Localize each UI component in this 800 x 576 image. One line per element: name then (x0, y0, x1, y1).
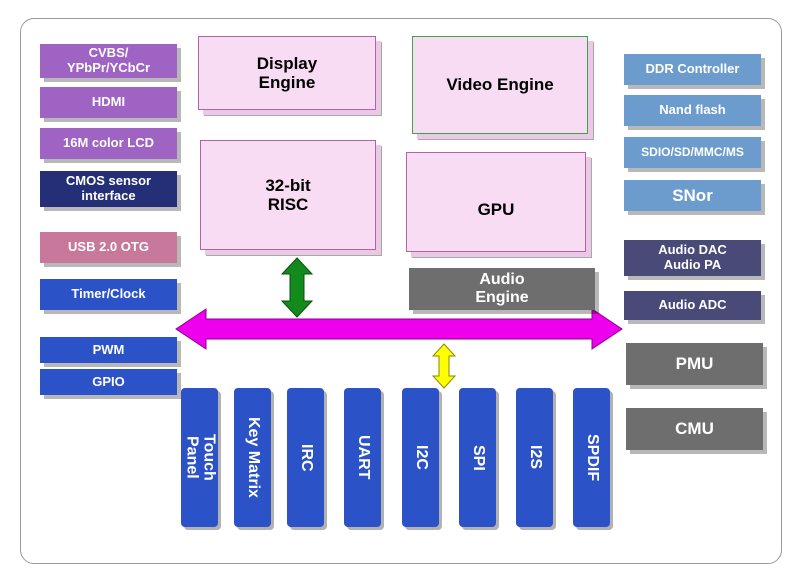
ddr-controller-block: DDR Controller (624, 54, 761, 85)
cmu-label: CMU (675, 419, 714, 439)
i2s-block: I2S (516, 388, 553, 527)
gpio-label: GPIO (92, 373, 125, 389)
lcd-label: 16M color LCD (62, 135, 154, 151)
audio-adc-label: Audio ADC (658, 297, 727, 313)
timer-label: Timer/Clock (71, 286, 146, 302)
gpu-label: GPU (477, 199, 515, 219)
cmos-sensor-block: CMOS sensor interface (40, 171, 177, 207)
key-matrix-label: Key Matrix (244, 417, 262, 498)
pmu-label: PMU (675, 354, 714, 374)
spdif-label: SPDIF (583, 433, 601, 482)
timer-clock-block: Timer/Clock (40, 279, 177, 310)
spi-block: SPI (459, 388, 496, 527)
usb-otg-block: USB 2.0 OTG (40, 232, 177, 263)
risc-label: 32-bit RISC (265, 175, 311, 214)
sdio-block: SDIO/SD/MMC/MS (624, 137, 761, 168)
irc-block: IRC (287, 388, 324, 527)
spdif-block: SPDIF (573, 388, 610, 527)
uart-label: UART (354, 435, 372, 480)
cmu-block: CMU (626, 408, 763, 450)
hdmi-label: HDMI (91, 94, 126, 110)
peripheral-bus-link-arrow (431, 343, 457, 389)
video-engine-label: Video Engine (446, 75, 554, 95)
audio-dac-label: Audio DAC Audio PA (658, 242, 727, 272)
risc-cpu-block: 32-bit RISC (200, 140, 376, 250)
i2s-label: I2S (526, 445, 544, 470)
gpio-block: GPIO (40, 369, 177, 395)
key-matrix-block: Key Matrix (234, 388, 271, 527)
ddr-label: DDR Controller (645, 61, 740, 77)
audio-engine-label: Audio Engine (475, 271, 529, 306)
risc-bus-link-arrow (280, 257, 314, 318)
pwm-block: PWM (40, 337, 177, 363)
usb-label: USB 2.0 OTG (68, 239, 149, 255)
display-engine-block: Display Engine (198, 36, 376, 110)
lcd-block: 16M color LCD (40, 128, 177, 159)
uart-block: UART (344, 388, 381, 527)
touch-panel-block: Touch Panel (181, 388, 218, 527)
i2c-block: I2C (402, 388, 439, 527)
pwm-label: PWM (92, 341, 125, 357)
pmu-block: PMU (626, 343, 763, 385)
nand-flash-block: Nand flash (624, 95, 761, 126)
snor-label: SNor (672, 185, 713, 205)
snor-block: SNor (624, 180, 761, 211)
nand-label: Nand flash (659, 102, 726, 118)
cvbs-label: CVBS/ YPbPr/YCbCr (66, 45, 151, 75)
spi-label: SPI (469, 444, 487, 471)
hdmi-block: HDMI (40, 87, 177, 118)
cmos-label: CMOS sensor interface (65, 173, 152, 203)
touch-panel-label: Touch Panel (183, 434, 218, 481)
display-engine-label: Display Engine (256, 53, 318, 92)
audio-engine-block: Audio Engine (409, 268, 595, 310)
i2c-label: I2C (412, 445, 430, 470)
audio-adc-block: Audio ADC (624, 291, 761, 320)
irc-label: IRC (297, 443, 315, 472)
gpu-block: GPU (406, 152, 586, 252)
cvbs-ypbpr-ycbcr-block: CVBS/ YPbPr/YCbCr (40, 44, 177, 78)
sdio-label: SDIO/SD/MMC/MS (641, 144, 744, 159)
system-bus-arrow (175, 308, 623, 350)
video-engine-block: Video Engine (412, 36, 588, 134)
audio-dac-block: Audio DAC Audio PA (624, 240, 761, 276)
